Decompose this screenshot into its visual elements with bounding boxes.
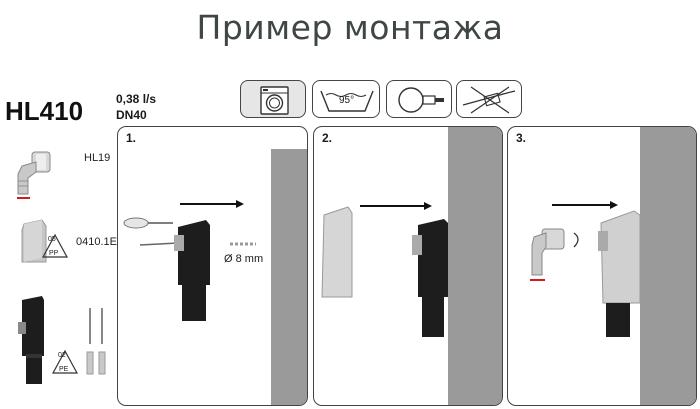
recycle-pe-label: PE (59, 366, 69, 373)
wash-95-icon: 95° (312, 80, 380, 118)
step-3-number: 3. (516, 131, 527, 145)
recycle-pe-icon (51, 349, 79, 374)
wash-temperature: 95° (339, 95, 355, 106)
no-hose-icon (456, 80, 522, 118)
part-hl19-label: HL19 (84, 152, 111, 164)
wall (448, 127, 502, 405)
step-1-number: 1. (126, 131, 137, 145)
recycle-pe-number: 02 (58, 352, 66, 359)
flow-rate: 0,38 l/s (116, 92, 157, 106)
step-1-panel: 1. Ø 8 mm (117, 126, 308, 406)
recycle-pp-number: 05 (48, 236, 56, 243)
drill-diameter: Ø 8 mm (224, 253, 264, 265)
part-0410-label: 0410.1E (76, 236, 117, 248)
recycle-pp-icon (41, 233, 69, 258)
screws-and-dowels-icon (86, 308, 106, 375)
siphon-body-icon (18, 296, 44, 384)
step-2-number: 2. (322, 131, 333, 145)
recycle-pp-label: PP (49, 250, 59, 257)
page-title: Пример монтажа (196, 8, 504, 47)
siphon-connection-icon (386, 80, 452, 118)
step-2-panel: 2. (313, 126, 503, 406)
model-name: HL410 (5, 96, 84, 126)
washing-machine-icon (240, 80, 306, 118)
elbow-fitting-icon (17, 151, 51, 199)
nominal-diameter: DN40 (116, 108, 147, 122)
wall (271, 149, 307, 405)
step-3-panel: 3. (507, 126, 697, 406)
wall (640, 127, 696, 405)
cover-part-icon (21, 219, 47, 263)
